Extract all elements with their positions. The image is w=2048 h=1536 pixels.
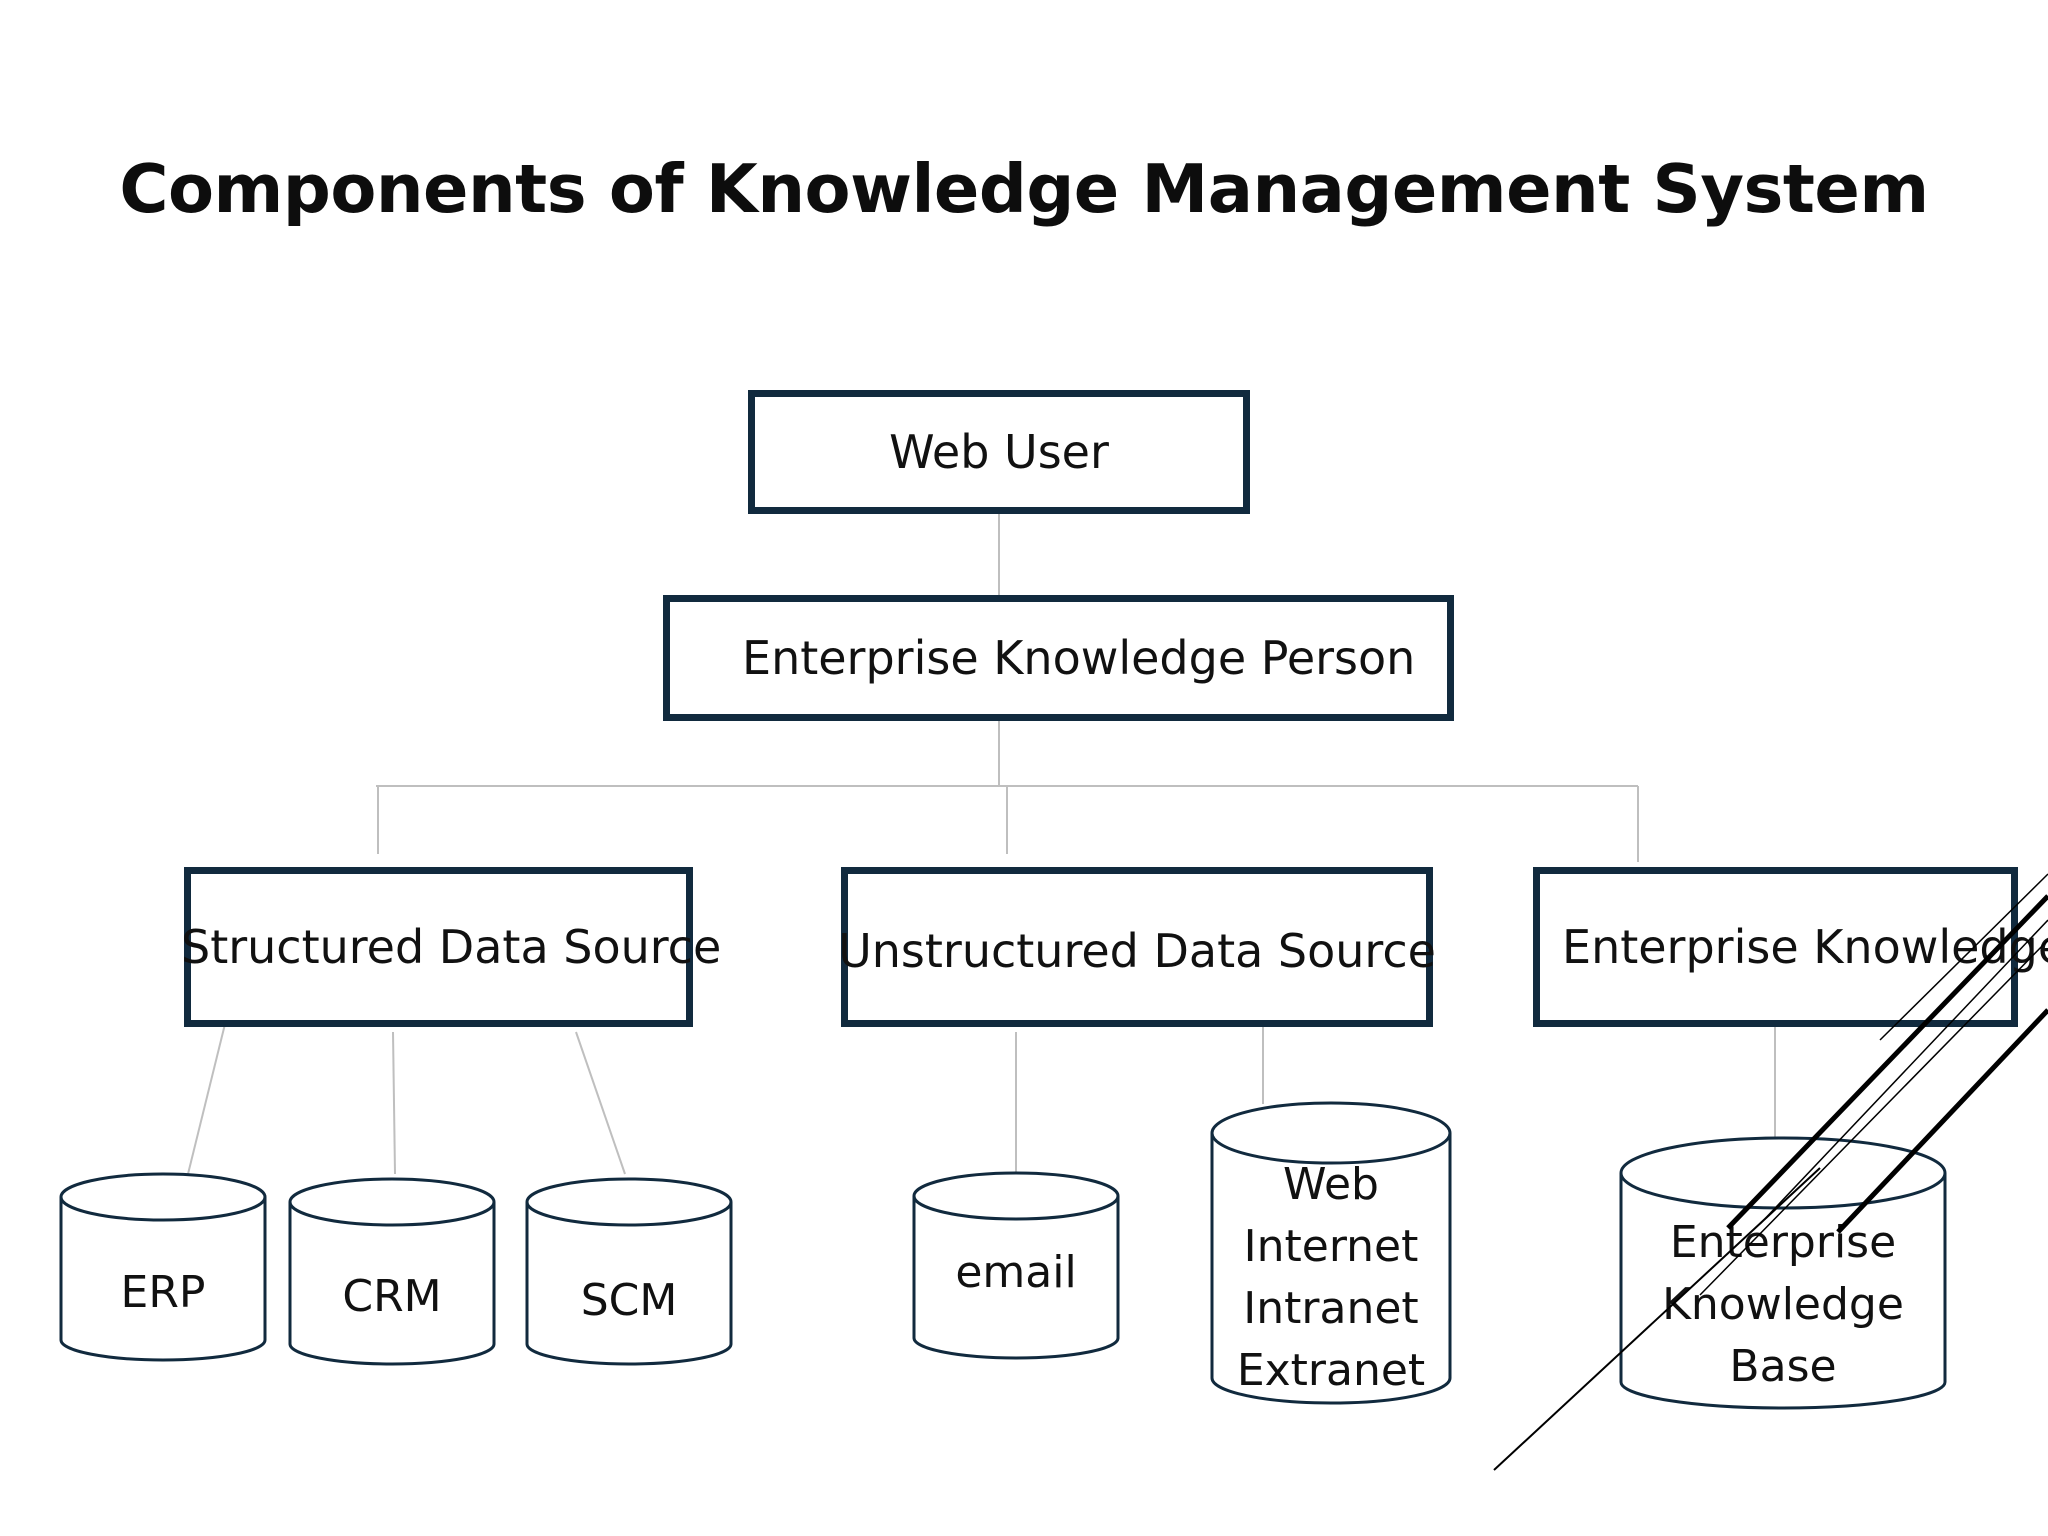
erp-label: ERP: [120, 1267, 206, 1318]
structured-data-source-box: Structured Data Source: [181, 867, 721, 1027]
enterprise-knowledge-label: Enterprise Knowledge: [1562, 920, 2048, 974]
scm-database-icon: [525, 1177, 733, 1366]
connector-structured-crm: [392, 1031, 396, 1175]
structured-data-source-label: Structured Data Source: [181, 920, 722, 974]
email-label: email: [955, 1247, 1077, 1298]
web-database-icon: [1210, 1101, 1452, 1405]
database-cylinders: [59, 1101, 1947, 1410]
enterprise-knowledge-person-label: Enterprise Knowledge Person: [742, 631, 1416, 685]
web-store-line-1: Web: [1283, 1159, 1379, 1210]
crm-database-icon: [288, 1177, 496, 1366]
scm-label: SCM: [580, 1275, 678, 1326]
unstructured-data-source-label: Unstructured Data Source: [838, 924, 1436, 978]
web-user-box: Web User: [748, 390, 1250, 514]
enterprise-knowledge-box: Enterprise Knowledge: [1533, 867, 2048, 1027]
enterprise-knowledge-person-box: Enterprise Knowledge Person: [663, 595, 1454, 721]
connectors: [187, 512, 1776, 1175]
ekb-store-line-1: Enterprise: [1669, 1217, 1897, 1268]
connector-structured-erp: [187, 1023, 226, 1175]
web-store-line-2: Internet: [1243, 1221, 1419, 1272]
unstructured-data-source-box: Unstructured Data Source: [838, 867, 1436, 1027]
connector-structured-scm: [575, 1031, 626, 1175]
ekb-store-label: Enterprise Knowledge Base: [1621, 1212, 1945, 1398]
web-store-line-3: Intranet: [1243, 1283, 1419, 1334]
web-store-label: Web Internet Intranet Extranet: [1212, 1154, 1450, 1402]
web-store-line-4: Extranet: [1236, 1345, 1426, 1396]
page-title: Components of Knowledge Management Syste…: [119, 150, 1929, 228]
ekb-store-line-2: Knowledge: [1662, 1279, 1904, 1330]
web-user-label: Web User: [889, 425, 1109, 479]
crm-label: CRM: [342, 1271, 442, 1322]
erp-database-icon: [59, 1172, 267, 1362]
ekb-store-line-3: Base: [1729, 1341, 1837, 1392]
email-database-icon: [912, 1171, 1120, 1360]
